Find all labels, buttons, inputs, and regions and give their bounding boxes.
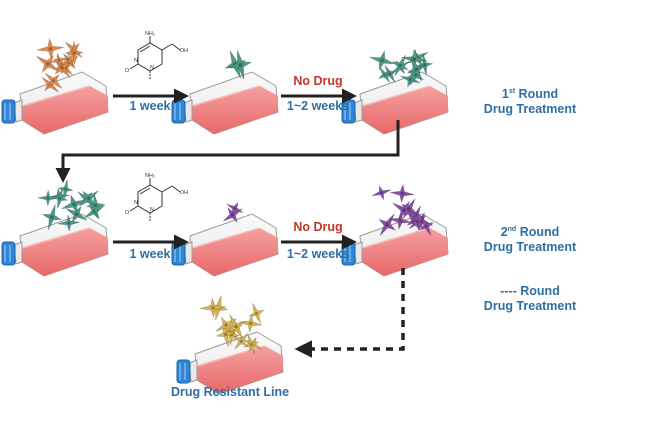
cell — [228, 50, 253, 80]
flask-medium — [22, 86, 108, 134]
duration-label: 1~2 weeks — [286, 247, 350, 261]
drug-resistant-line-label: Drug Resistant Line — [170, 385, 290, 399]
flask-medium — [362, 86, 448, 134]
duration-label: 1 week — [129, 247, 171, 261]
cell — [78, 190, 99, 207]
culture-flask — [171, 213, 279, 277]
purple-cell-cluster — [222, 201, 244, 223]
svg-text:NH₂: NH₂ — [145, 31, 155, 37]
cell — [49, 52, 69, 69]
svg-text:N: N — [134, 58, 138, 64]
cell — [64, 41, 85, 65]
cell — [54, 58, 71, 78]
flask-cap — [1, 99, 16, 124]
cell — [407, 64, 425, 86]
flask-medium — [22, 228, 108, 276]
cell — [60, 52, 76, 67]
cell — [392, 200, 416, 220]
round-connector-arrow — [55, 120, 400, 183]
cell — [36, 54, 60, 74]
flask-cap — [1, 241, 16, 266]
round-2-label: 2nd Round Drug Treatment — [483, 225, 577, 255]
cell — [36, 37, 64, 60]
flask-cap — [176, 359, 191, 384]
flask-medium — [192, 228, 278, 276]
cell — [388, 211, 412, 231]
cell — [371, 184, 392, 201]
green-cell-cluster — [369, 48, 434, 88]
culture-flask — [1, 213, 109, 277]
round-n-label: ---- Round Drug Treatment — [483, 284, 577, 313]
culture-flask — [171, 71, 279, 135]
cell — [57, 213, 80, 233]
no-drug-label: No Drug — [293, 74, 343, 88]
gold-cell-cluster — [200, 295, 265, 355]
cell — [238, 313, 263, 334]
culture-flask — [341, 71, 449, 135]
flask-medium — [197, 346, 283, 394]
cell — [390, 183, 415, 204]
green-cell-cluster — [37, 179, 106, 233]
duration-label: 1 week — [129, 99, 171, 113]
cell — [408, 205, 424, 224]
dashed-connector-arrow — [294, 268, 405, 358]
svg-text:O: O — [125, 210, 130, 216]
culture-flask — [176, 331, 284, 395]
svg-text:NH₂: NH₂ — [145, 173, 155, 179]
culture-flask — [341, 213, 449, 277]
cell — [83, 202, 106, 221]
flask-medium — [362, 228, 448, 276]
cell — [222, 206, 243, 223]
cell — [215, 316, 237, 334]
cell — [243, 334, 260, 355]
svg-text:OH: OH — [180, 190, 188, 196]
purple-cell-cluster — [371, 183, 435, 236]
cell — [41, 204, 63, 230]
cell — [391, 54, 409, 77]
cell — [248, 303, 265, 324]
cell — [37, 189, 59, 207]
no-drug-label: No Drug — [293, 220, 343, 234]
duration-label: 1~2 weeks — [286, 99, 350, 113]
orange-cell-cluster — [36, 37, 85, 93]
svg-text:N: N — [150, 207, 154, 213]
flask-medium — [192, 86, 278, 134]
culture-flask — [1, 71, 109, 135]
cell — [226, 201, 244, 216]
svg-text:OH: OH — [180, 48, 188, 54]
round-1-label: 1st Round Drug Treatment — [483, 87, 577, 117]
svg-text:O: O — [125, 68, 130, 74]
cell — [51, 188, 69, 209]
cell — [400, 71, 421, 88]
cell — [200, 297, 226, 319]
cell — [369, 49, 395, 71]
cell — [234, 332, 248, 350]
svg-text:N: N — [150, 65, 154, 71]
green-cell-cluster — [224, 50, 253, 80]
cell — [65, 205, 88, 224]
cell — [44, 72, 63, 89]
cell — [226, 314, 246, 339]
svg-text:N: N — [134, 200, 138, 206]
